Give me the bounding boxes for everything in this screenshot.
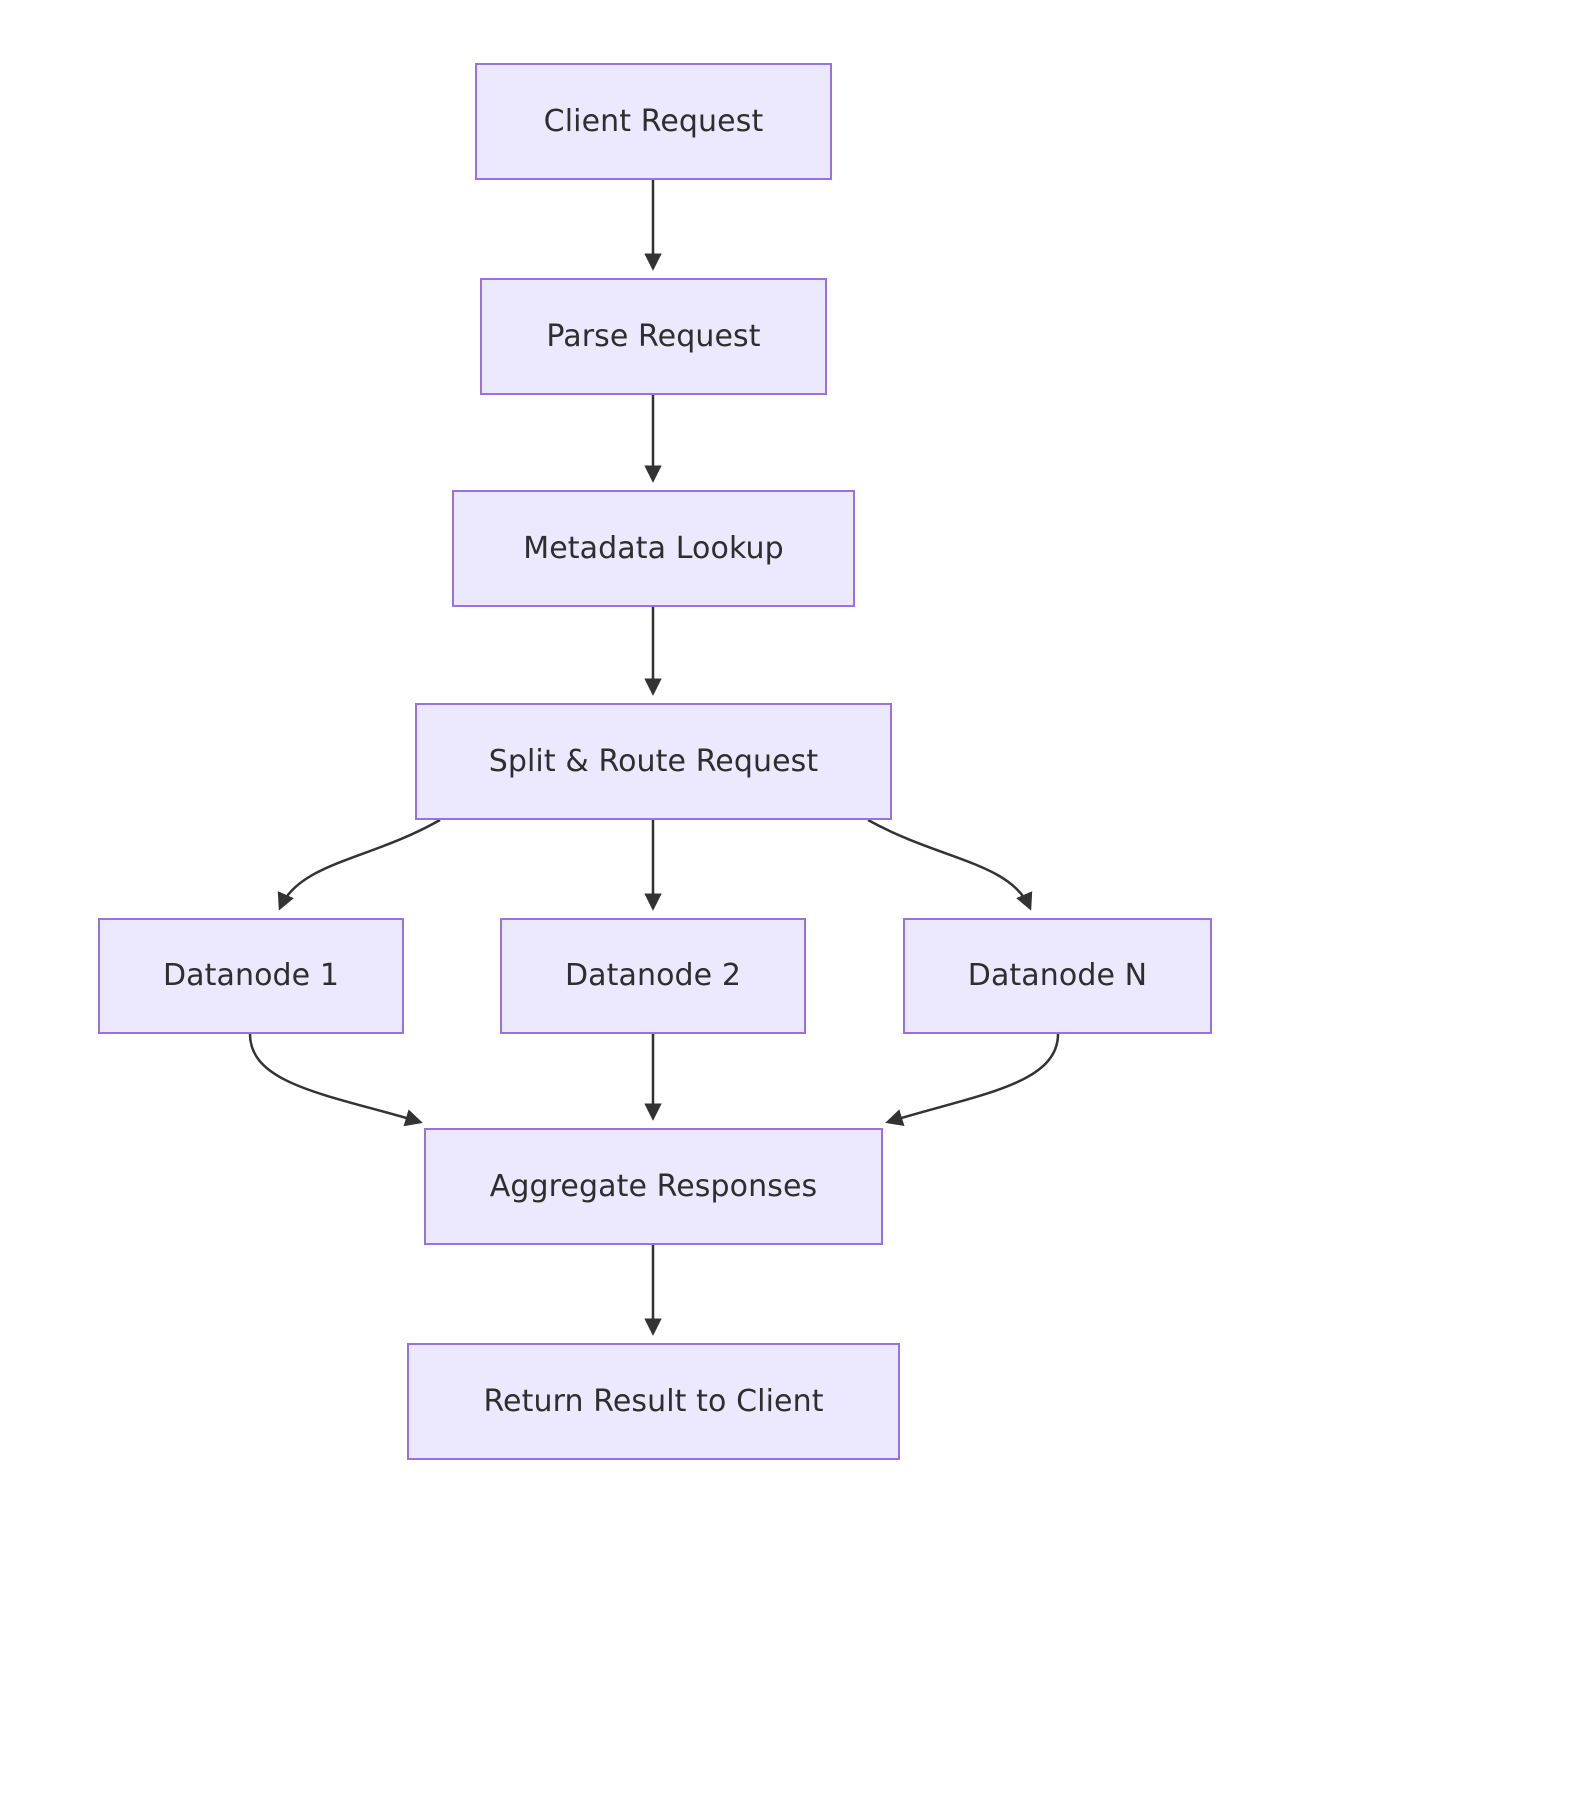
node-datanode-1[interactable]: Datanode 1 bbox=[98, 918, 404, 1034]
edge-split-route-to-datanode-1 bbox=[277, 818, 441, 911]
node-return-result-to-client[interactable]: Return Result to Client bbox=[407, 1343, 900, 1460]
node-label: Aggregate Responses bbox=[489, 1168, 818, 1204]
node-datanode-2[interactable]: Datanode 2 bbox=[500, 918, 806, 1034]
node-label: Datanode 2 bbox=[564, 958, 742, 993]
node-label: Metadata Lookup bbox=[523, 530, 784, 566]
node-datanode-n[interactable]: Datanode N bbox=[903, 918, 1212, 1034]
node-aggregate-responses[interactable]: Aggregate Responses bbox=[424, 1128, 883, 1245]
edge-datanode-n-to-aggregate bbox=[885, 1033, 1060, 1127]
node-label: Client Request bbox=[543, 103, 764, 139]
node-label: Split & Route Request bbox=[488, 743, 819, 779]
node-label: Return Result to Client bbox=[483, 1383, 824, 1419]
node-client-request[interactable]: Client Request bbox=[475, 63, 832, 180]
node-split-route-request[interactable]: Split & Route Request bbox=[415, 703, 892, 820]
node-metadata-lookup[interactable]: Metadata Lookup bbox=[452, 490, 855, 607]
node-parse-request[interactable]: Parse Request bbox=[480, 278, 827, 395]
node-label: Datanode 1 bbox=[162, 958, 340, 993]
node-label: Parse Request bbox=[546, 318, 761, 354]
node-label: Datanode N bbox=[967, 958, 1148, 993]
edge-datanode-1-to-aggregate bbox=[248, 1033, 423, 1127]
edge-split-route-to-datanode-n bbox=[867, 818, 1033, 911]
